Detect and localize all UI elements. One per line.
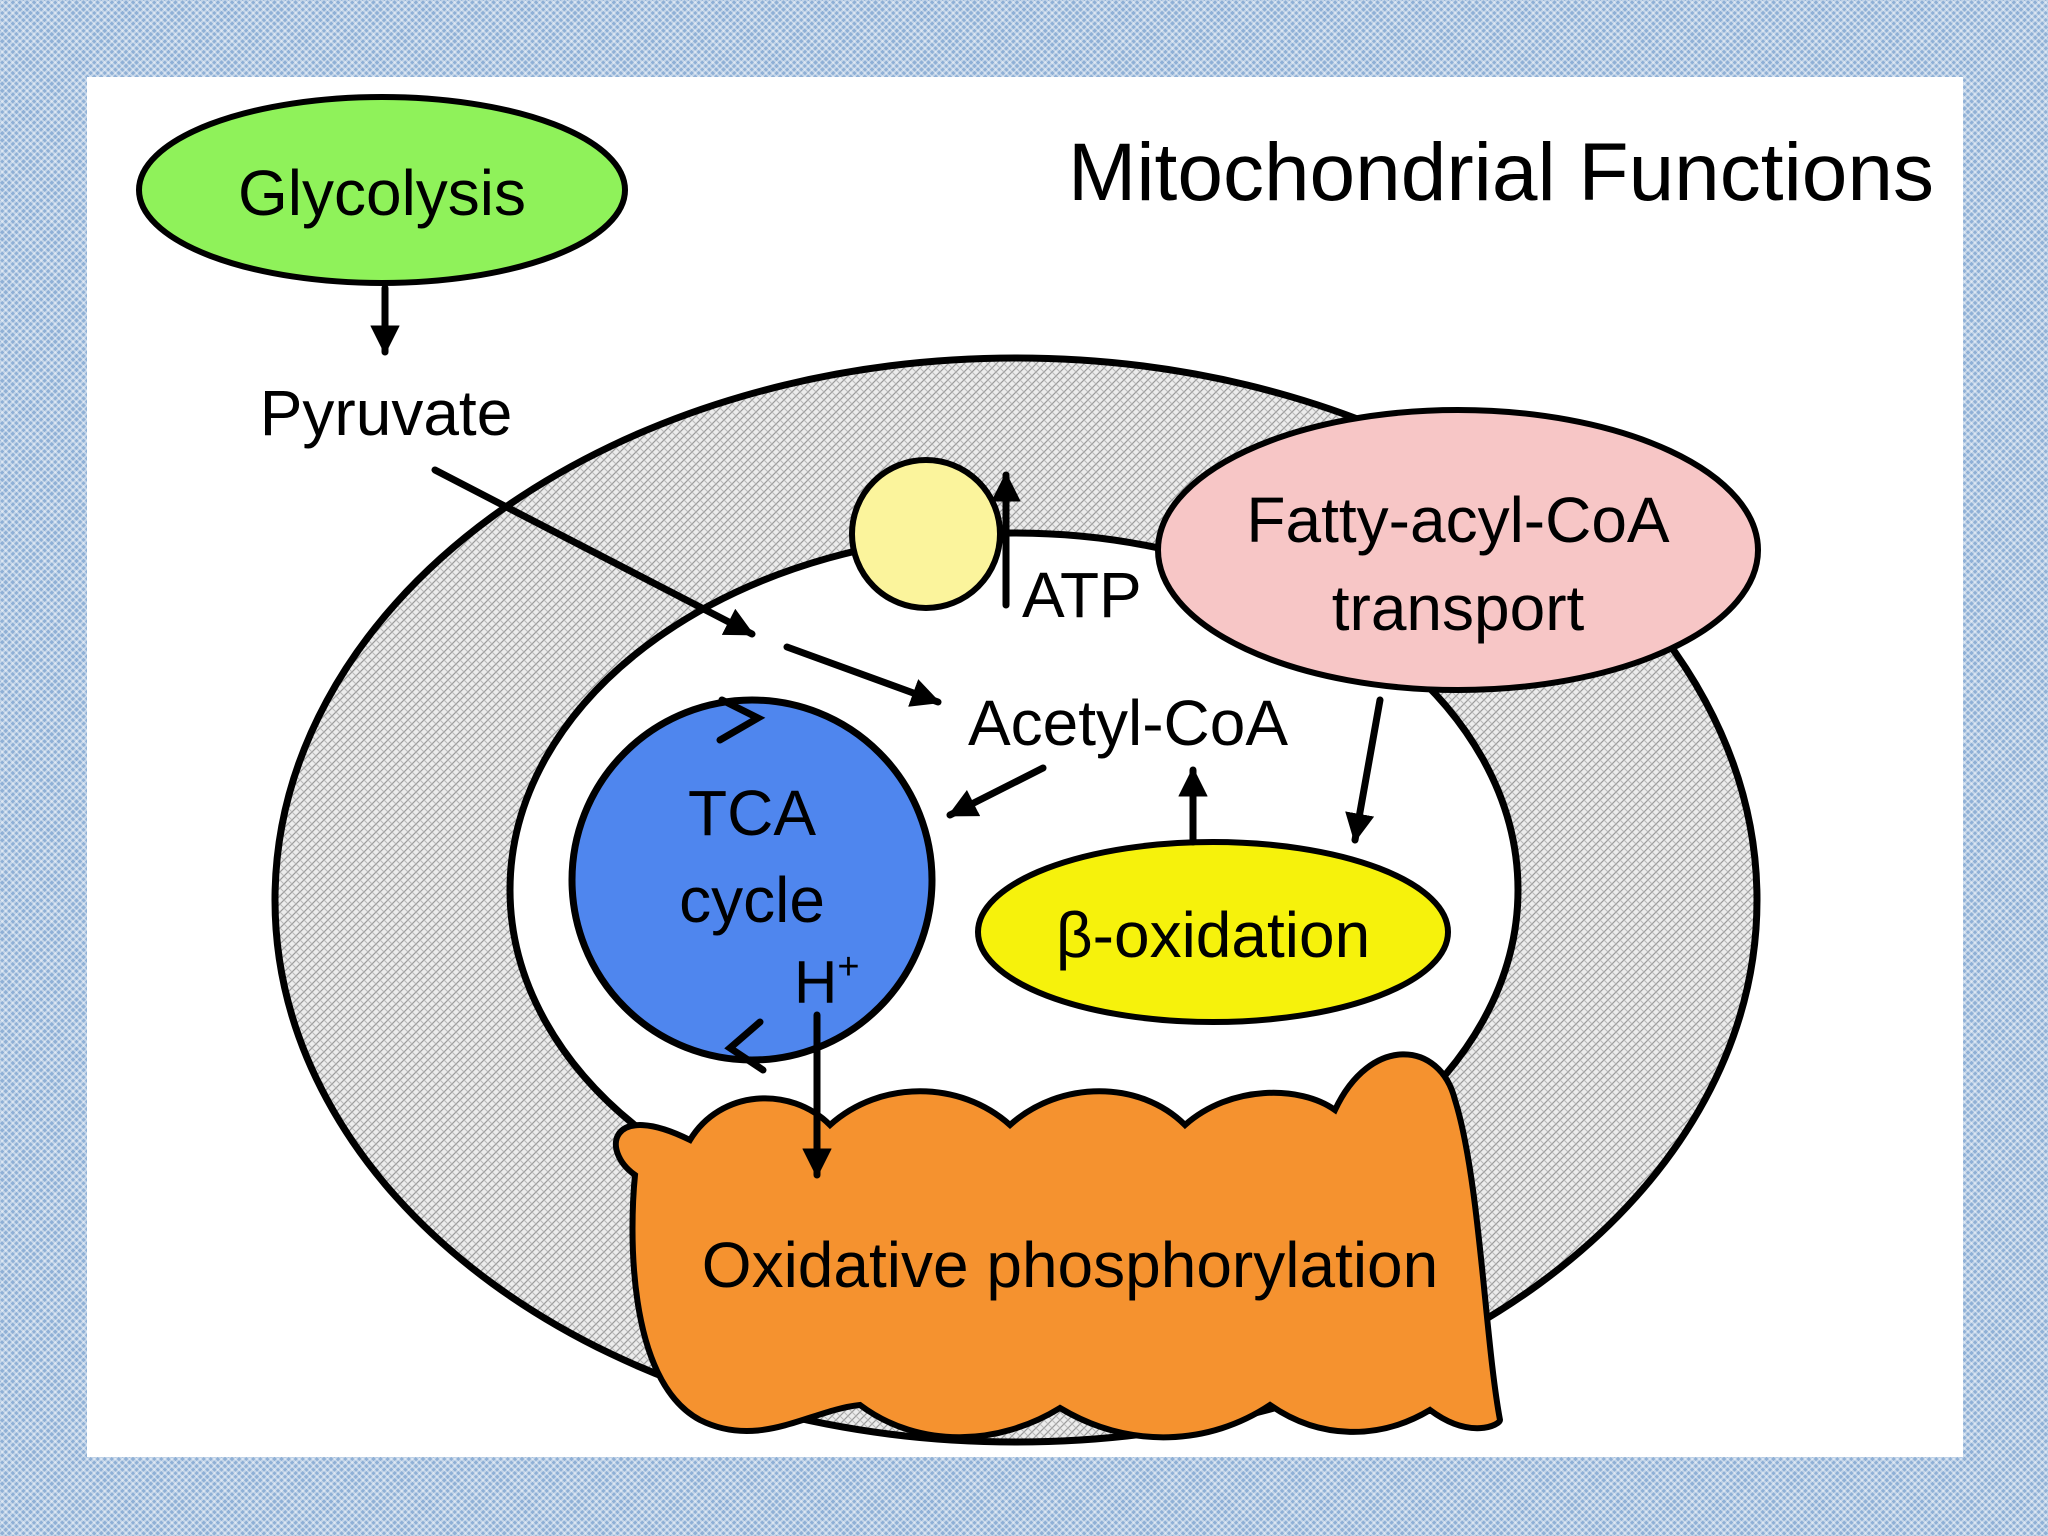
arrow-pyruvate-acetyl: [783, 643, 942, 707]
fatty-acyl-label-line2: transport: [1332, 572, 1585, 644]
acetyl-coa-label: Acetyl-CoA: [968, 687, 1288, 759]
beta-oxidation-label: β-oxidation: [1056, 899, 1370, 971]
oxphos-blob: [612, 1051, 1504, 1441]
atp-label: ATP: [1022, 559, 1142, 631]
fatty-acyl-label-line1: Fatty-acyl-CoA: [1246, 484, 1670, 556]
atp-synthase-circle: [849, 457, 1003, 611]
tca-label-line2: cycle: [679, 864, 825, 936]
beta-oxidation-ellipse: [975, 839, 1451, 1025]
glycolysis-ellipse: [136, 94, 628, 286]
tca-label-line1: TCA: [688, 777, 816, 849]
diagram-title: Mitochondrial Functions: [1068, 127, 1934, 218]
h-plus-label: H+: [794, 946, 860, 1016]
arrow-acetyl-tca: [946, 764, 1047, 819]
glycolysis-label: Glycolysis: [238, 157, 526, 229]
arrow-tca-top: [716, 696, 766, 744]
oxphos-label: Oxidative phosphorylation: [702, 1229, 1438, 1301]
arrow-pyruvate-mito: [431, 466, 756, 638]
pyruvate-label: Pyruvate: [260, 377, 513, 449]
arrow-fatty-beta: [1345, 696, 1384, 844]
arrow-tca-bottom: [724, 1018, 767, 1074]
fatty-acyl-ellipse: [1155, 407, 1761, 693]
